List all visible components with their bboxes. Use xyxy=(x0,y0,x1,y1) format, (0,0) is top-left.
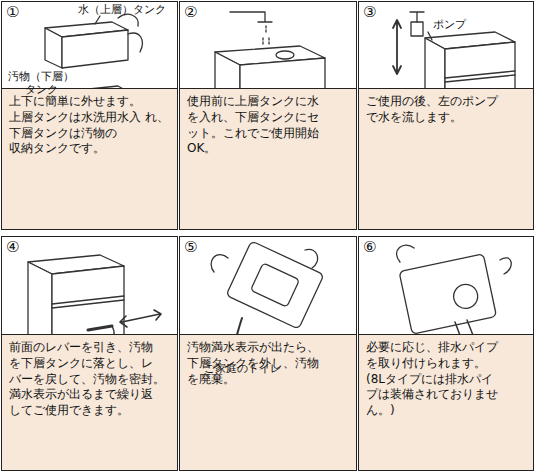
step-panel: ① 上下に簡単に外せます。 上層タンクは水洗用水入 れ、下層タンクは汚物の 収納タ… xyxy=(1,1,178,230)
step-panel: ⑤ 汚物満水表示が出たら、 下層タンクを外し、汚物 を廃棄。 xyxy=(179,236,357,471)
cap xyxy=(276,51,294,59)
step-number: ④ xyxy=(6,238,19,256)
tank-seam xyxy=(52,296,124,308)
step-number: ② xyxy=(184,3,197,21)
water xyxy=(263,26,269,44)
part-label: 汚物（下層） タンク xyxy=(2,70,80,96)
tank-body xyxy=(399,254,496,334)
tank-panel xyxy=(251,263,300,307)
step-caption: ご使用の後、左のポンプ で水を流します。 xyxy=(359,88,533,229)
part-label: ポンプ xyxy=(424,18,474,31)
double-arrow xyxy=(120,310,161,327)
tank-front xyxy=(62,30,128,68)
tank-side xyxy=(45,28,62,68)
tank-body xyxy=(226,241,324,329)
step-number: ① xyxy=(6,3,19,21)
step-panel: ③ ご使用の後、左のポンプ で水を流します。 xyxy=(358,1,534,230)
hand xyxy=(211,249,317,272)
lever xyxy=(88,326,112,330)
step-panel: ⑥ 必要に応じ、排水パイプ を取り付けられます。 (8Lタイプには排水パイ プは装… xyxy=(358,236,534,471)
step-caption: 前面のレバーを引き、汚物 を下層タンクに落とし、レ バーを戻して、汚物を密封。 … xyxy=(2,334,177,470)
hand xyxy=(397,245,512,274)
part-label: ご家庭のトイレ xyxy=(192,362,292,375)
leader-line xyxy=(428,32,432,40)
step-number: ⑤ xyxy=(184,238,197,256)
step-caption: 使用前に上層タンクに水 を入れ、下層タンクにセ ット。これでご使用開始 OK。 xyxy=(180,88,356,229)
part-label: 水（上層）タンク xyxy=(72,3,172,16)
leader-line xyxy=(95,16,100,24)
step-number: ⑥ xyxy=(363,238,376,256)
step-caption: 上下に簡単に外せます。 上層タンクは水洗用水入 れ、下層タンクは汚物の 収納タン… xyxy=(2,88,177,229)
step-caption: 汚物満水表示が出たら、 下層タンクを外し、汚物 を廃棄。 xyxy=(180,334,356,470)
pump-handle xyxy=(410,12,424,22)
faucet xyxy=(230,12,272,22)
step-caption: 必要に応じ、排水パイプ を取り付けられます。 (8Lタイプには排水パイ プは装備… xyxy=(359,334,533,470)
tank-seam xyxy=(445,71,515,82)
step-number: ③ xyxy=(363,3,376,21)
step-panel: ④ 前面のレバーを引き、汚物 を下層タンクに落とし、レ バーを戻して、汚物を密封。… xyxy=(1,236,178,471)
step-panel: ② 使用前に上層タンクに水 を入れ、下層タンクにセ ット。これでご使用開始 OK。 xyxy=(179,1,357,230)
tank-port xyxy=(451,282,479,310)
pump xyxy=(411,22,423,36)
double-arrow xyxy=(393,20,401,74)
hand xyxy=(118,14,142,52)
